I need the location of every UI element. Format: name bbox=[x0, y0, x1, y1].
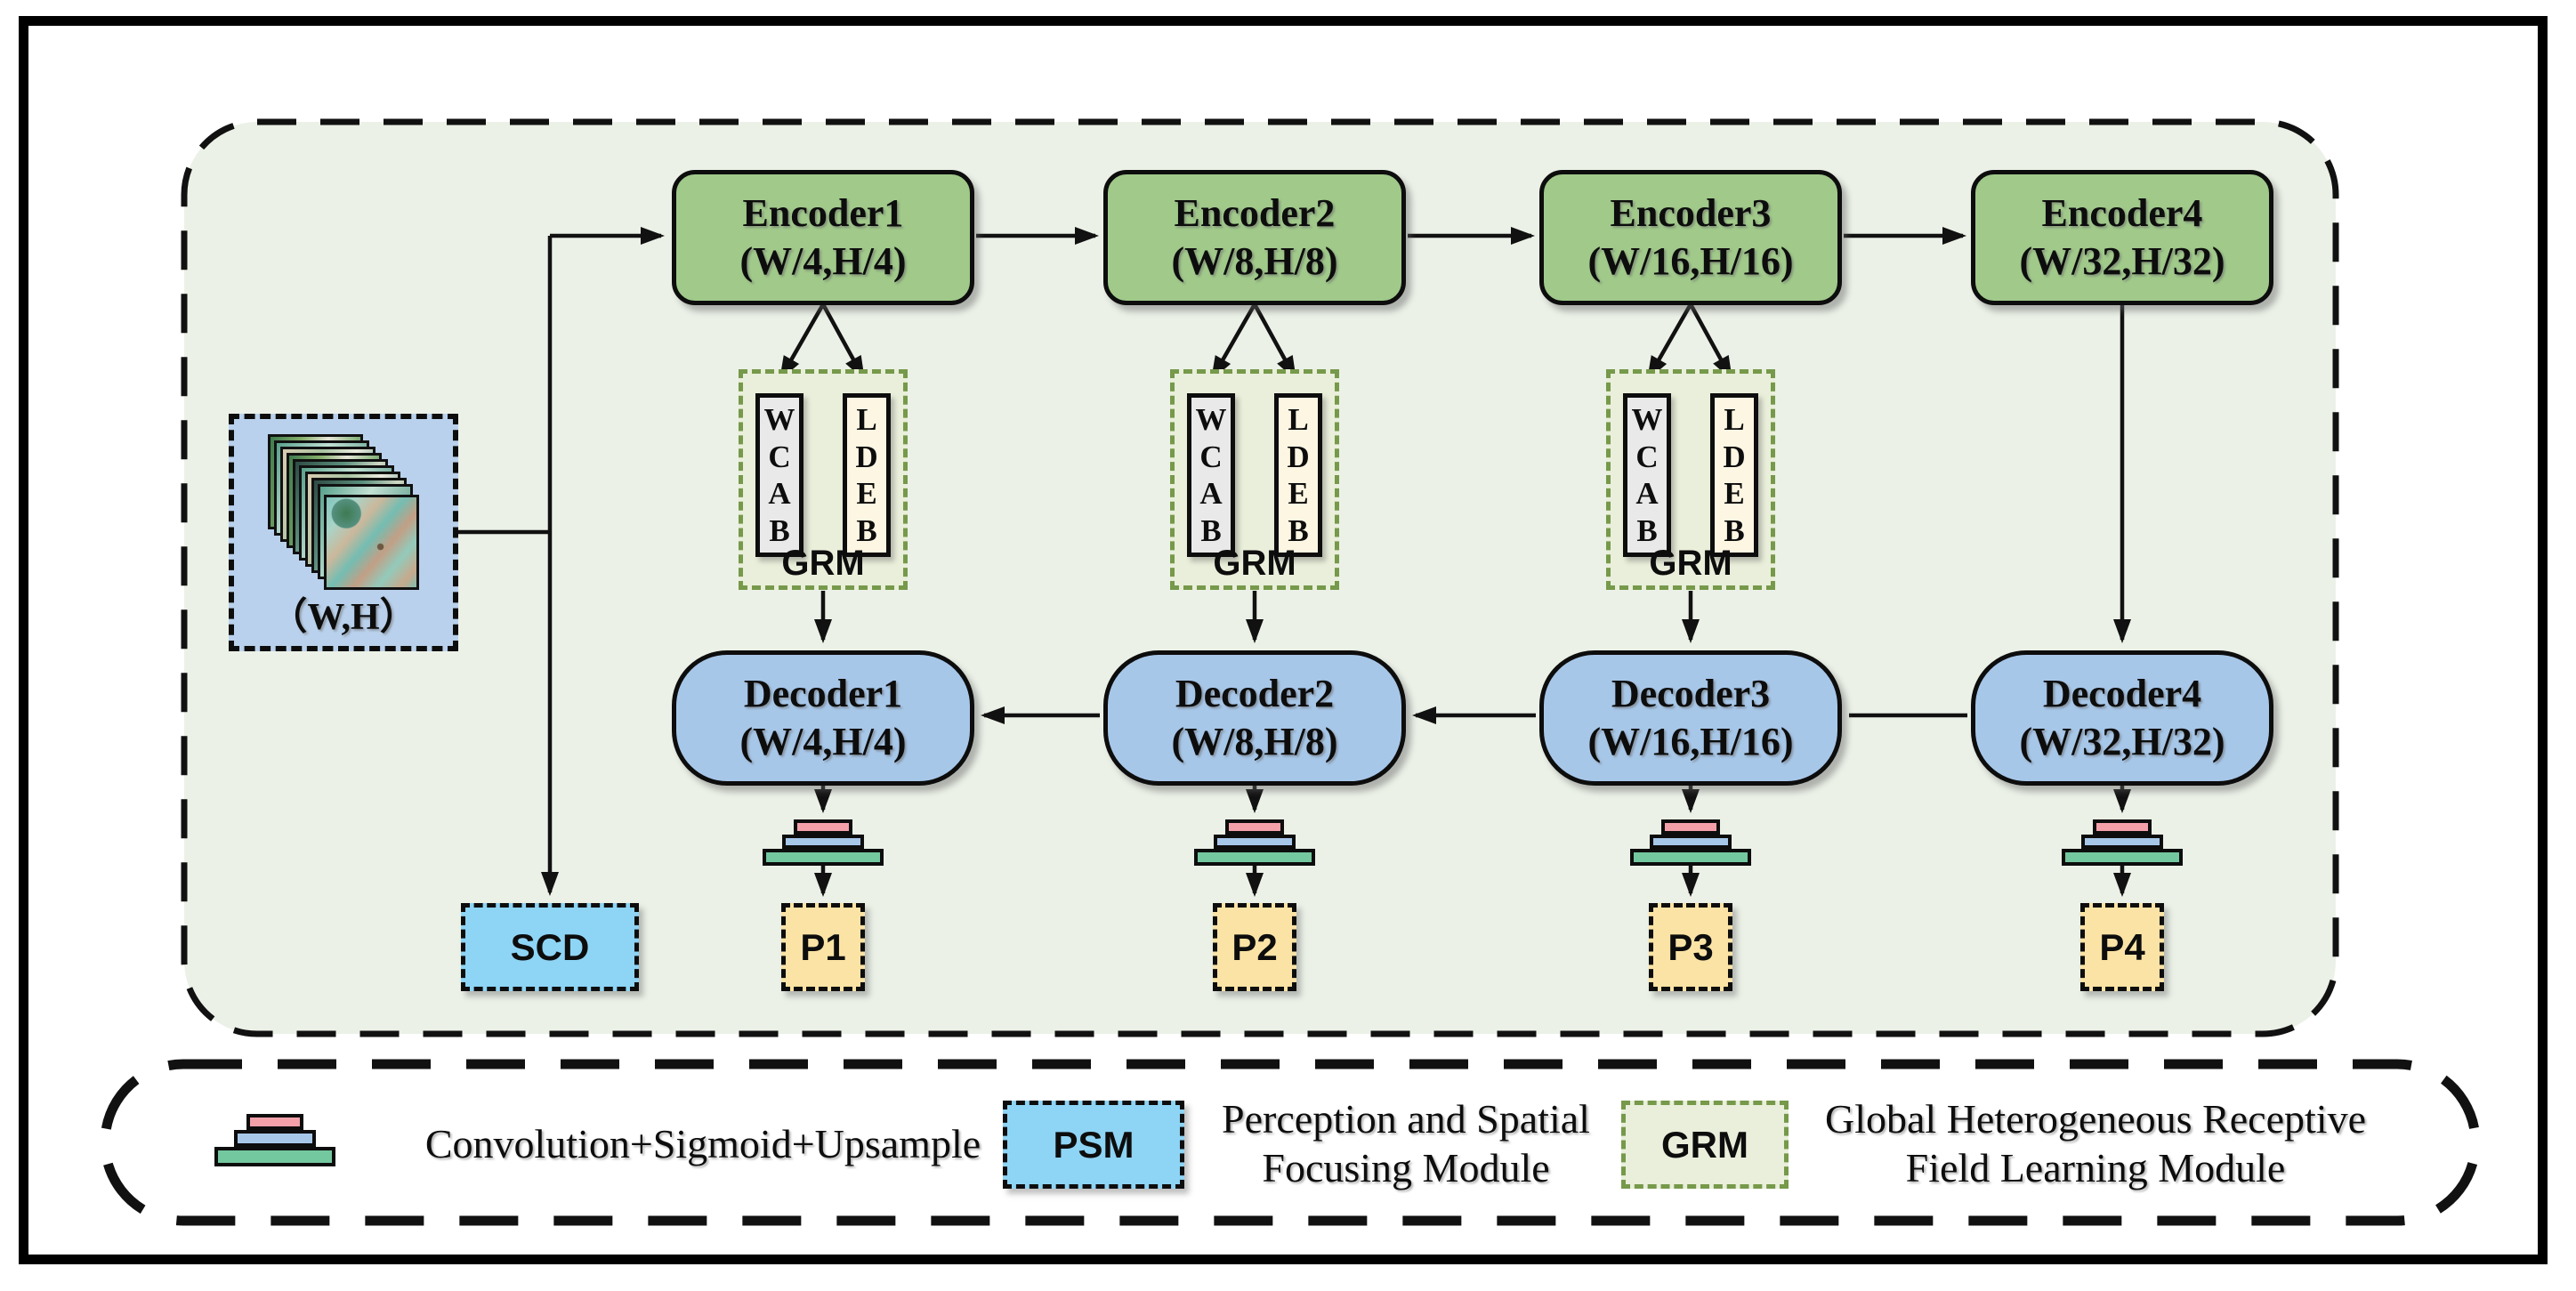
encoder4-title: Encoder4 bbox=[2041, 191, 2203, 236]
encoder1-title: Encoder1 bbox=[742, 191, 904, 236]
decoder4-size: (W/32,H/32) bbox=[2019, 720, 2225, 763]
output-p4-box: P4 bbox=[2080, 903, 2164, 991]
grm-label: GRM bbox=[781, 544, 865, 583]
decoder3-title: Decoder3 bbox=[1611, 672, 1771, 716]
encoder2-size: (W/8,H/8) bbox=[1171, 239, 1338, 283]
encoder3-box: Encoder3 (W/16,H/16) bbox=[1539, 170, 1842, 305]
decoder3-size: (W/16,H/16) bbox=[1587, 720, 1794, 763]
input-image-box: （W,H） bbox=[229, 414, 458, 651]
encoder2-box: Encoder2 (W/8,H/8) bbox=[1103, 170, 1406, 305]
encoder3-size: (W/16,H/16) bbox=[1587, 239, 1794, 283]
connector-arrows bbox=[458, 227, 2131, 897]
encoder4-box: Encoder4 (W/32,H/32) bbox=[1971, 170, 2273, 305]
grm-module-2: W C A B L D E B GRM bbox=[1170, 369, 1339, 590]
ldeb-block: L D E B bbox=[843, 393, 891, 557]
legend-grm-box: GRM bbox=[1621, 1101, 1789, 1189]
ldeb-block: L D E B bbox=[1710, 393, 1758, 557]
legend-conv-sigmoid-upsample-icon bbox=[214, 1114, 335, 1166]
decoder2-box: Decoder2 (W/8,H/8) bbox=[1103, 650, 1406, 786]
decoder1-title: Decoder1 bbox=[743, 672, 903, 716]
legend-psm-box: PSM bbox=[1003, 1101, 1184, 1189]
encoder3-title: Encoder3 bbox=[1610, 191, 1772, 236]
output-p2-box: P2 bbox=[1213, 903, 1296, 991]
grm-label: GRM bbox=[1213, 544, 1296, 583]
encoder1-size: (W/4,H/4) bbox=[739, 239, 907, 283]
ldeb-block: L D E B bbox=[1274, 393, 1322, 557]
wcab-block: W C A B bbox=[1187, 393, 1235, 557]
encoder4-size: (W/32,H/32) bbox=[2019, 239, 2225, 283]
grm-module-3: W C A B L D E B GRM bbox=[1606, 369, 1775, 590]
output-p3-box: P3 bbox=[1649, 903, 1732, 991]
legend-upsample-text: Convolution+Sigmoid+Upsample bbox=[424, 1121, 981, 1166]
decoder1-box: Decoder1 (W/4,H/4) bbox=[672, 650, 974, 786]
conv-sigmoid-upsample-icon bbox=[1194, 819, 1315, 866]
output-p1-box: P1 bbox=[781, 903, 865, 991]
legend-psm-text: Perception and Spatial Focusing Module bbox=[1222, 1096, 1590, 1191]
decoder2-size: (W/8,H/8) bbox=[1171, 720, 1338, 763]
conv-sigmoid-upsample-icon bbox=[763, 819, 884, 866]
figure-border bbox=[19, 16, 2548, 1264]
legend-grm-text: Global Heterogeneous Receptive Field Lea… bbox=[1825, 1096, 2366, 1191]
decoder1-size: (W/4,H/4) bbox=[739, 720, 907, 763]
input-size-label: （W,H） bbox=[270, 597, 417, 638]
conv-sigmoid-upsample-icon bbox=[2062, 819, 2183, 866]
decoder3-box: Decoder3 (W/16,H/16) bbox=[1539, 650, 1842, 786]
grm-label: GRM bbox=[1649, 544, 1732, 583]
wcab-block: W C A B bbox=[755, 393, 803, 557]
encoder2-title: Encoder2 bbox=[1174, 191, 1336, 236]
conv-sigmoid-upsample-icon bbox=[1630, 819, 1751, 866]
legend-panel bbox=[100, 1059, 2481, 1226]
scd-box: SCD bbox=[461, 903, 639, 991]
front-satellite-image bbox=[324, 495, 419, 590]
decoder4-title: Decoder4 bbox=[2042, 672, 2202, 716]
decoder4-box: Decoder4 (W/32,H/32) bbox=[1971, 650, 2273, 786]
encoder1-box: Encoder1 (W/4,H/4) bbox=[672, 170, 974, 305]
grm-module-1: W C A B L D E B GRM bbox=[739, 369, 908, 590]
wcab-block: W C A B bbox=[1623, 393, 1671, 557]
decoder2-title: Decoder2 bbox=[1175, 672, 1335, 716]
